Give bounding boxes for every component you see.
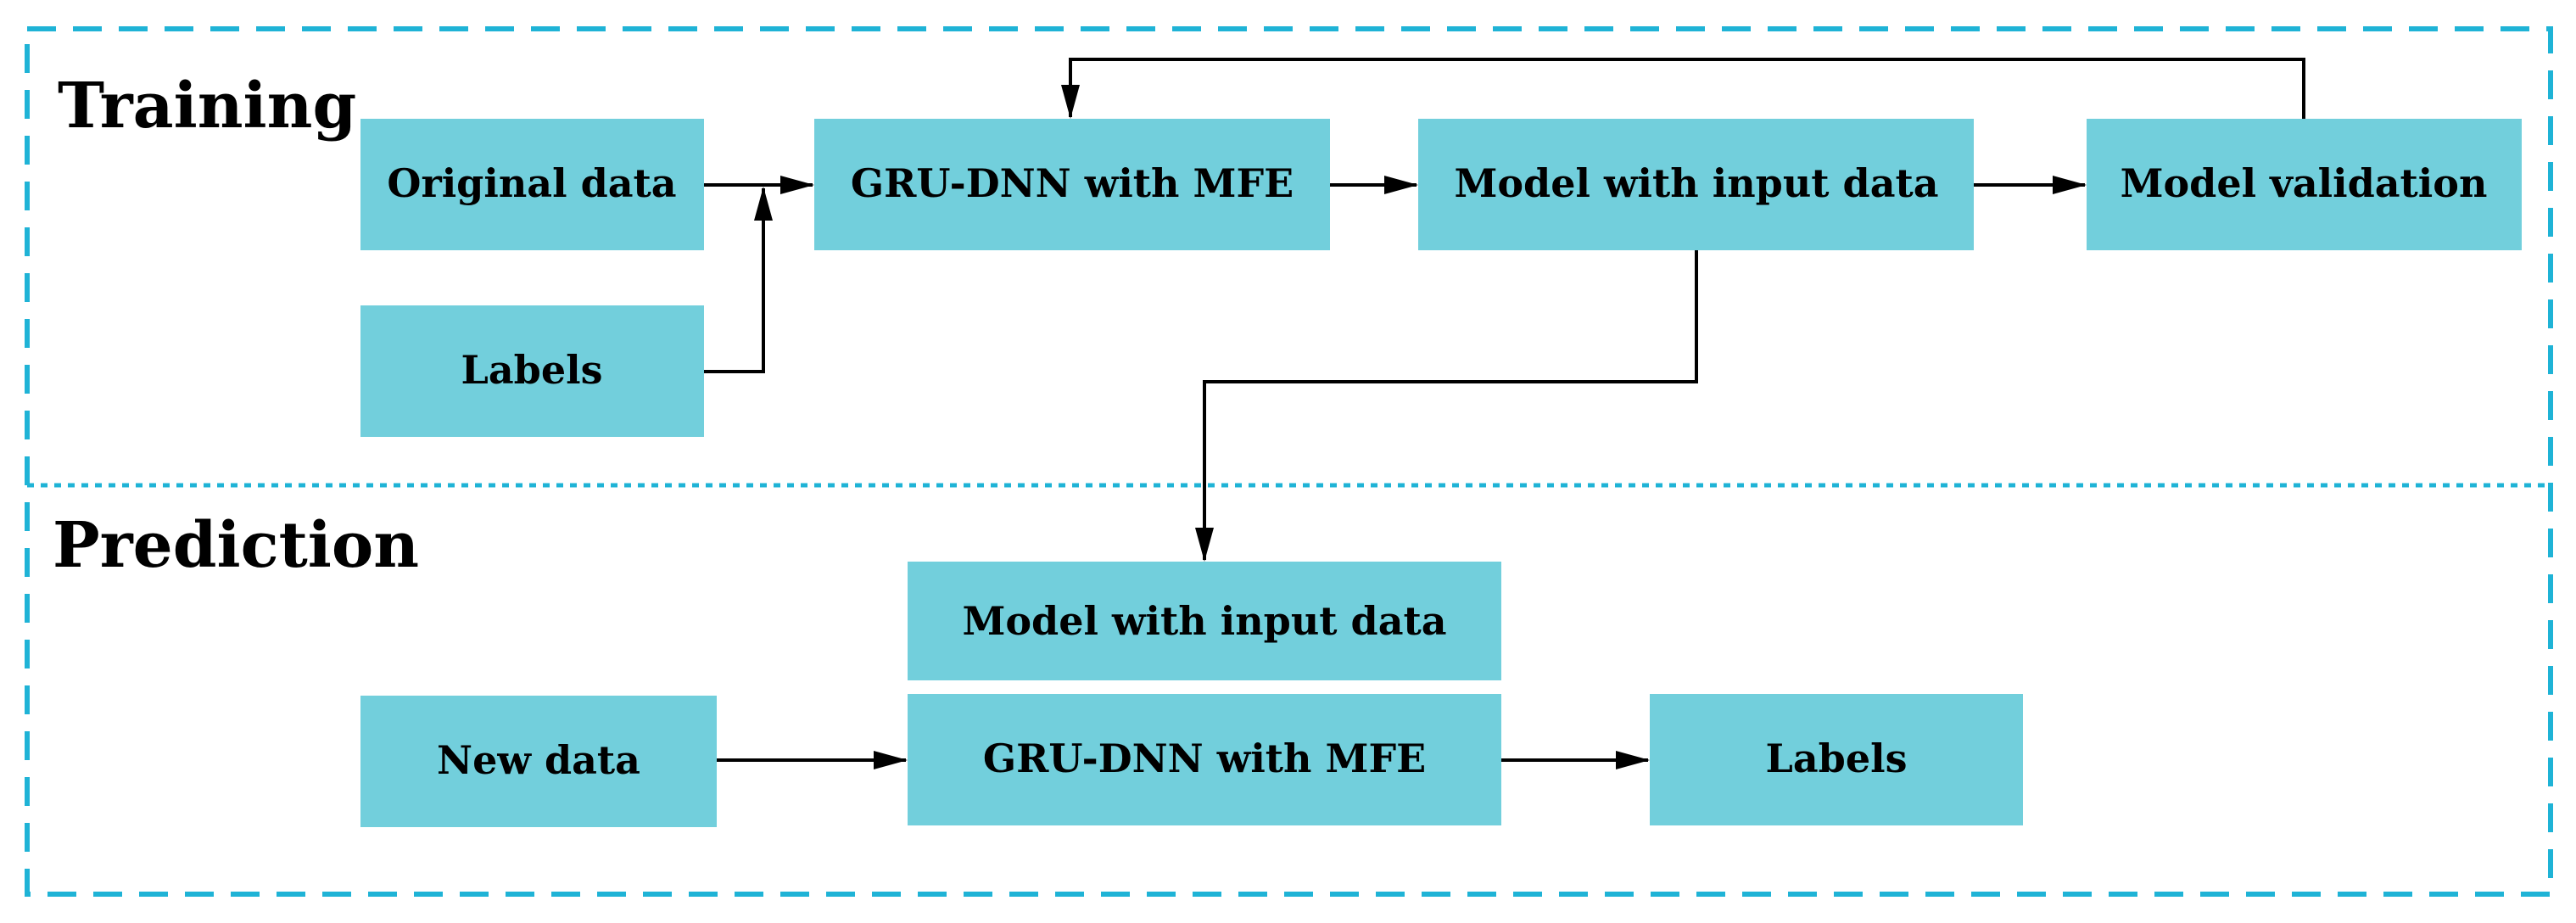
prediction-section-title: Prediction — [53, 509, 419, 582]
new-data-label: New data — [437, 737, 640, 783]
arrow-trained-model-to-prediction — [1195, 250, 1698, 562]
arrow-feedback-validation-to-gru — [1061, 58, 2305, 119]
arrow-labels-to-gru — [704, 187, 773, 373]
prediction-model-input-label: Model with input data — [962, 598, 1446, 644]
prediction-gru-dnn-label: GRU-DNN with MFE — [983, 736, 1426, 781]
training-section-title: Training — [58, 70, 356, 143]
prediction-labels-box: Labels — [1650, 694, 2023, 825]
original-data-label: Original data — [387, 160, 676, 206]
training-gru-dnn-label: GRU-DNN with MFE — [851, 160, 1294, 206]
prediction-gru-dnn-box: GRU-DNN with MFE — [908, 694, 1501, 825]
original-data-box: Original data — [360, 119, 704, 250]
prediction-labels-label: Labels — [1766, 736, 1908, 781]
training-labels-box: Labels — [360, 305, 704, 437]
new-data-box: New data — [360, 696, 717, 827]
training-model-input-label: Model with input data — [1454, 160, 1938, 206]
model-validation-label: Model validation — [2121, 160, 2488, 206]
training-gru-dnn-box: GRU-DNN with MFE — [814, 119, 1330, 250]
model-validation-box: Model validation — [2087, 119, 2522, 250]
prediction-model-input-box: Model with input data — [908, 562, 1501, 680]
training-model-input-box: Model with input data — [1418, 119, 1974, 250]
outer-frame — [25, 26, 2553, 897]
training-labels-label: Labels — [461, 347, 603, 393]
